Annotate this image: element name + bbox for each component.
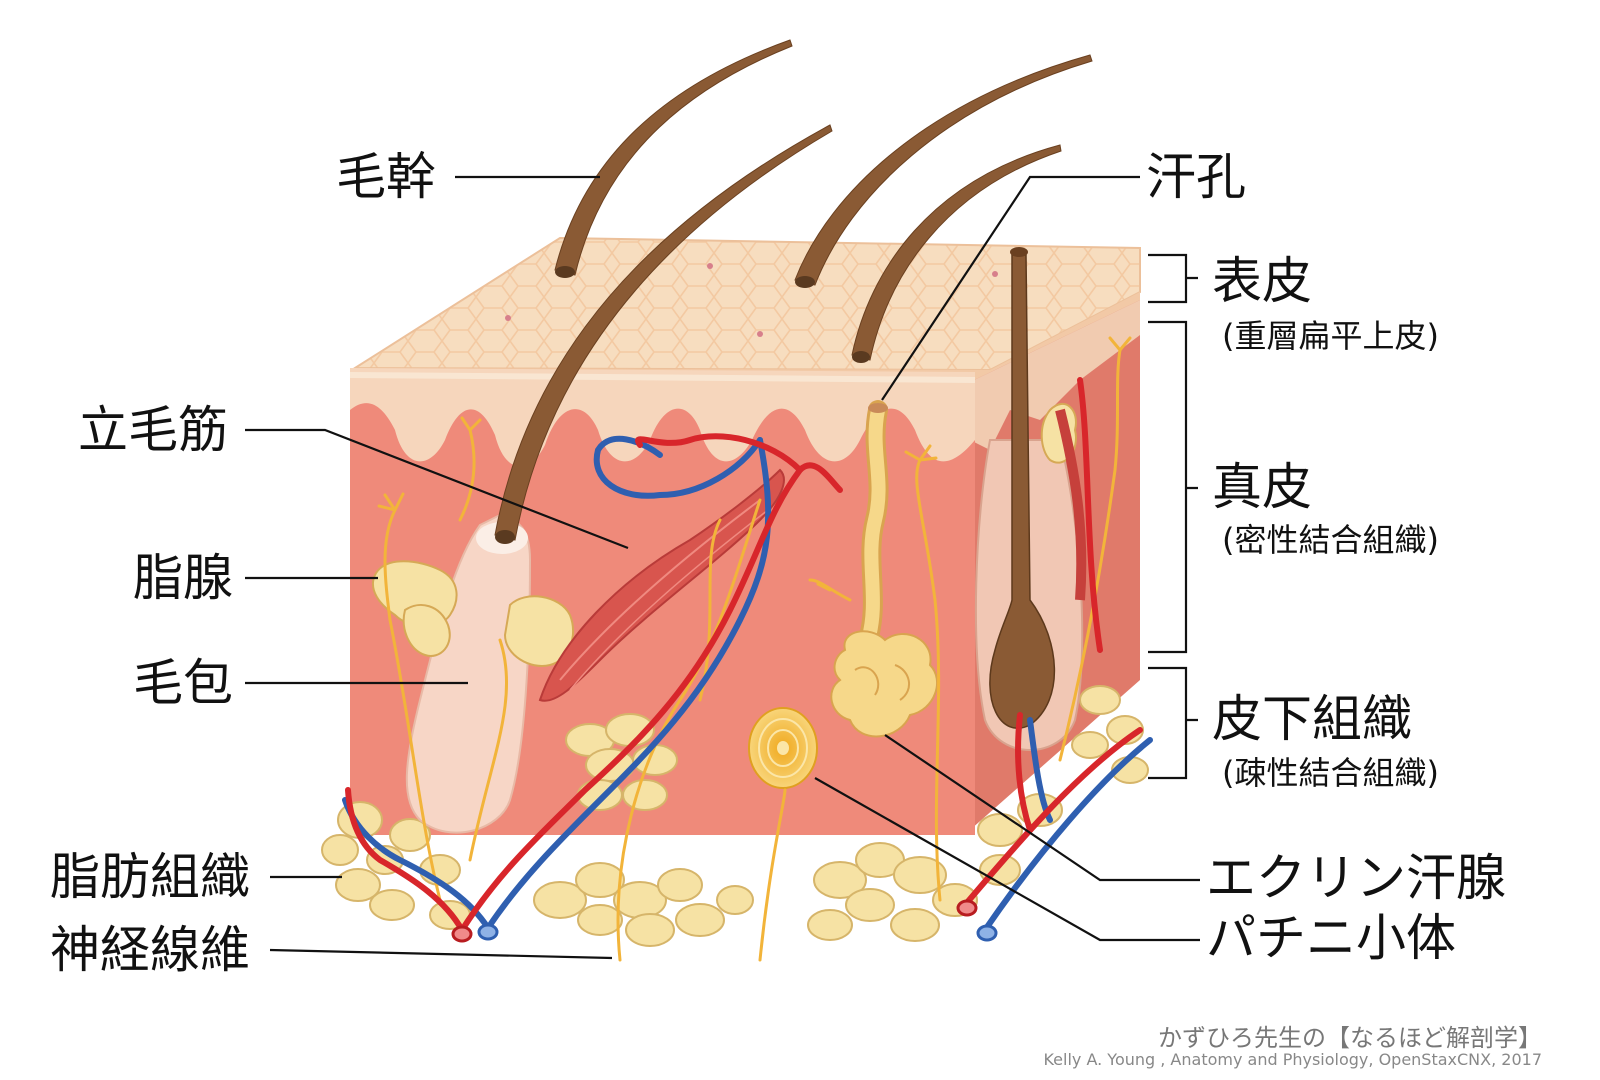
- credit-author: かずひろ先生の【なるほど解剖学】: [1158, 1024, 1542, 1052]
- label-arrector-pili: 立毛筋: [78, 401, 228, 459]
- leader-arrector-pili: [245, 428, 629, 550]
- label-sweat-pore: 汗孔: [1146, 148, 1246, 206]
- label-hair-shaft: 毛幹: [336, 148, 436, 206]
- label-sebaceous-gland: 脂腺: [133, 549, 233, 607]
- vessel-cut-ends: [451, 899, 998, 943]
- label-adipose-tissue: 脂肪組織: [50, 848, 250, 906]
- leader-sweat-pore: [881, 175, 1140, 401]
- label-dermis-sub: (密性結合組織): [1222, 521, 1439, 559]
- label-hypodermis: 皮下組織: [1212, 690, 1412, 748]
- label-eccrine-gland: エクリン汗腺: [1206, 849, 1506, 907]
- bracket-hypodermis: [1148, 666, 1198, 780]
- sebaceous-glands: [372, 560, 575, 667]
- hair-shaft-tips: [495, 266, 870, 544]
- leader-pacinian: [814, 777, 1200, 942]
- label-epidermis: 表皮: [1212, 252, 1312, 310]
- arrector-pili-muscle: [538, 468, 785, 702]
- leader-lines: [245, 175, 1200, 960]
- eccrine-sweat-gland: [830, 400, 939, 738]
- credit-source: Kelly A. Young , Anatomy and Physiology,…: [1043, 1050, 1542, 1069]
- label-nerve-fibers: 神経線維: [50, 921, 250, 979]
- leader-nerve: [269, 948, 613, 960]
- label-hypodermis-sub: (疎性結合組織): [1222, 754, 1439, 792]
- blood-vessels-veins: [342, 435, 1153, 933]
- label-epidermis-sub: (重層扁平上皮): [1222, 317, 1439, 355]
- leader-eccrine: [884, 734, 1200, 882]
- blood-vessels-arteries: [345, 377, 1143, 933]
- label-pacinian-corpuscle: パチニ小体: [1206, 909, 1456, 967]
- nerve-fibers: [377, 336, 1132, 962]
- bracket-epidermis: [1148, 253, 1198, 304]
- label-dermis: 真皮: [1212, 458, 1312, 516]
- pacinian-corpuscle: [748, 707, 818, 789]
- bracket-dermis: [1148, 320, 1198, 654]
- hair-follicle-side: [974, 247, 1087, 751]
- label-hair-follicle: 毛包: [133, 654, 233, 712]
